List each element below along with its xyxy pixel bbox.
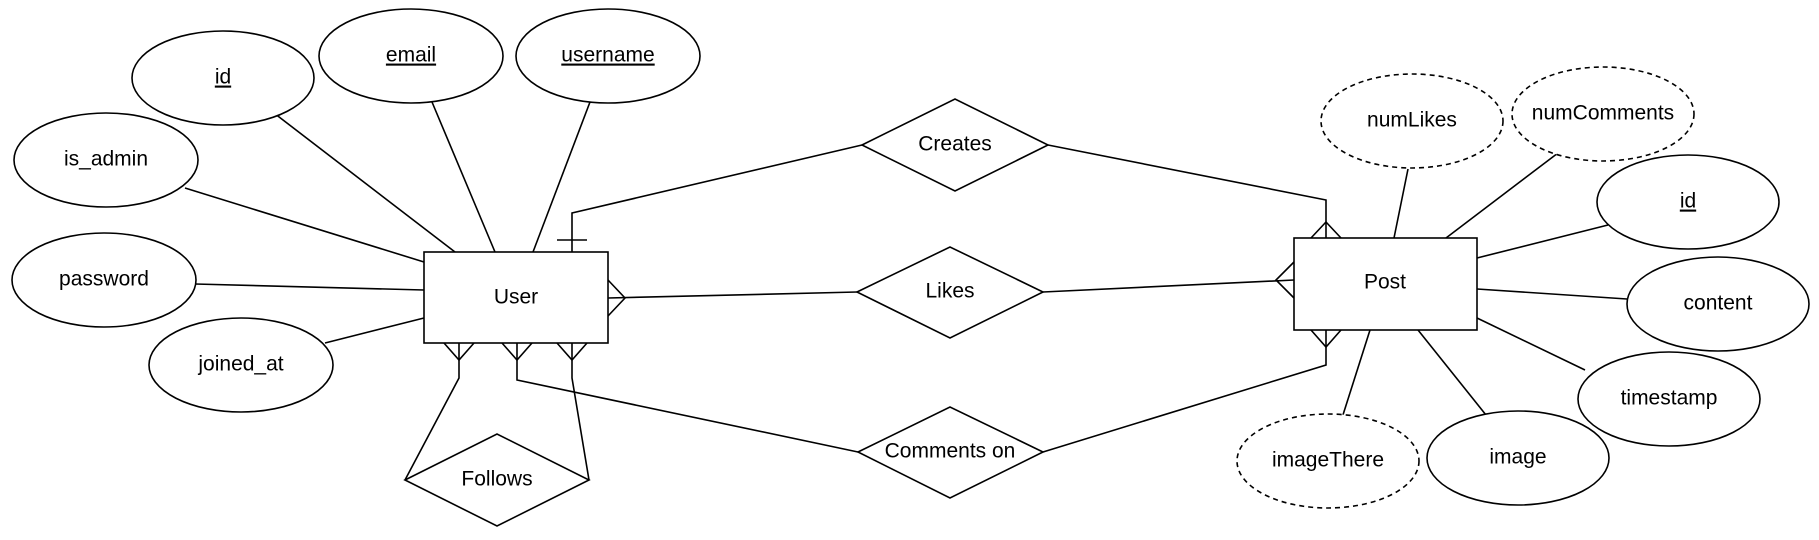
attribute-user-password-label: password [59,268,149,291]
connector-post-image [1417,329,1487,416]
connector-user-email [431,101,496,253]
attribute-post-content-label: content [1684,292,1753,315]
attribute-user-username: username [515,8,701,104]
relationship-likes: Likes [855,246,1045,339]
connector-post-num-comments [1445,152,1559,239]
relationship-creates-label: Creates [918,133,992,156]
crowfoot-follows-right [556,342,588,362]
connector-user-joined-at [324,317,425,344]
attribute-user-joined-at: joined_at [148,317,334,413]
attribute-post-num-comments-label: numComments [1532,102,1674,125]
connector-follows-right [571,343,590,481]
crowfoot-creates-post [1310,220,1342,239]
connector-post-image-there [1341,329,1371,419]
connector-post-num-likes [1393,168,1409,239]
attribute-post-num-likes: numLikes [1320,73,1504,169]
crowfoot-comments-user [501,342,533,362]
attribute-user-password: password [11,232,197,328]
connector-creates-user [571,144,863,252]
attribute-user-joined-at-label: joined_at [197,353,283,376]
attribute-post-image-there: imageThere [1236,413,1420,509]
attribute-post-image-label: image [1489,446,1546,469]
attribute-post-id-label: id [1680,190,1696,213]
attribute-post-image-there-label: imageThere [1272,449,1384,472]
attribute-post-id: id [1596,154,1780,250]
crowfoot-comments-post [1310,329,1342,349]
relationship-comments-on: Comments on [856,406,1045,499]
connector-post-content [1476,288,1628,300]
connector-likes-user [607,291,858,299]
relationship-follows-label: Follows [461,468,532,491]
connector-creates-post [1047,144,1327,238]
entity-user-label: User [494,286,538,309]
relationship-creates: Creates [860,98,1050,192]
entity-post: Post [1293,237,1478,331]
entity-post-label: Post [1364,271,1406,294]
connector-post-timestamp [1476,317,1586,371]
crowfoot-likes-user [607,279,627,317]
connector-likes-post [1042,279,1295,293]
attribute-post-image: image [1426,410,1610,506]
connector-post-id [1476,224,1609,259]
connector-user-is-admin [184,187,425,263]
relationship-follows: Follows [403,433,591,527]
attribute-user-id-label: id [215,66,231,89]
connector-user-username [532,101,591,253]
crowfoot-likes-post [1274,261,1295,299]
connector-user-id [269,109,456,253]
attribute-user-id: id [131,30,315,126]
connector-user-password [194,283,425,291]
attribute-post-num-likes-label: numLikes [1367,109,1457,132]
attribute-post-num-comments: numComments [1511,66,1695,162]
connector-comments-user [516,343,859,453]
attribute-connectors [184,101,1628,419]
attribute-user-is-admin: is_admin [13,112,199,208]
relationship-connectors [404,144,1342,481]
entity-user: User [423,251,609,344]
connector-comments-post [1042,330,1327,453]
attribute-post-timestamp: timestamp [1577,351,1761,447]
relationship-likes-label: Likes [925,280,974,303]
attribute-user-username-label: username [561,44,654,67]
connector-follows-left [404,343,460,481]
relationship-comments-on-label: Comments on [885,440,1016,463]
attribute-post-content: content [1626,256,1810,352]
attribute-post-timestamp-label: timestamp [1621,387,1718,410]
attribute-user-email: email [318,8,504,104]
attribute-user-email-label: email [386,44,436,67]
crowfoot-follows-left [443,342,475,362]
attribute-user-is-admin-label: is_admin [64,148,148,171]
